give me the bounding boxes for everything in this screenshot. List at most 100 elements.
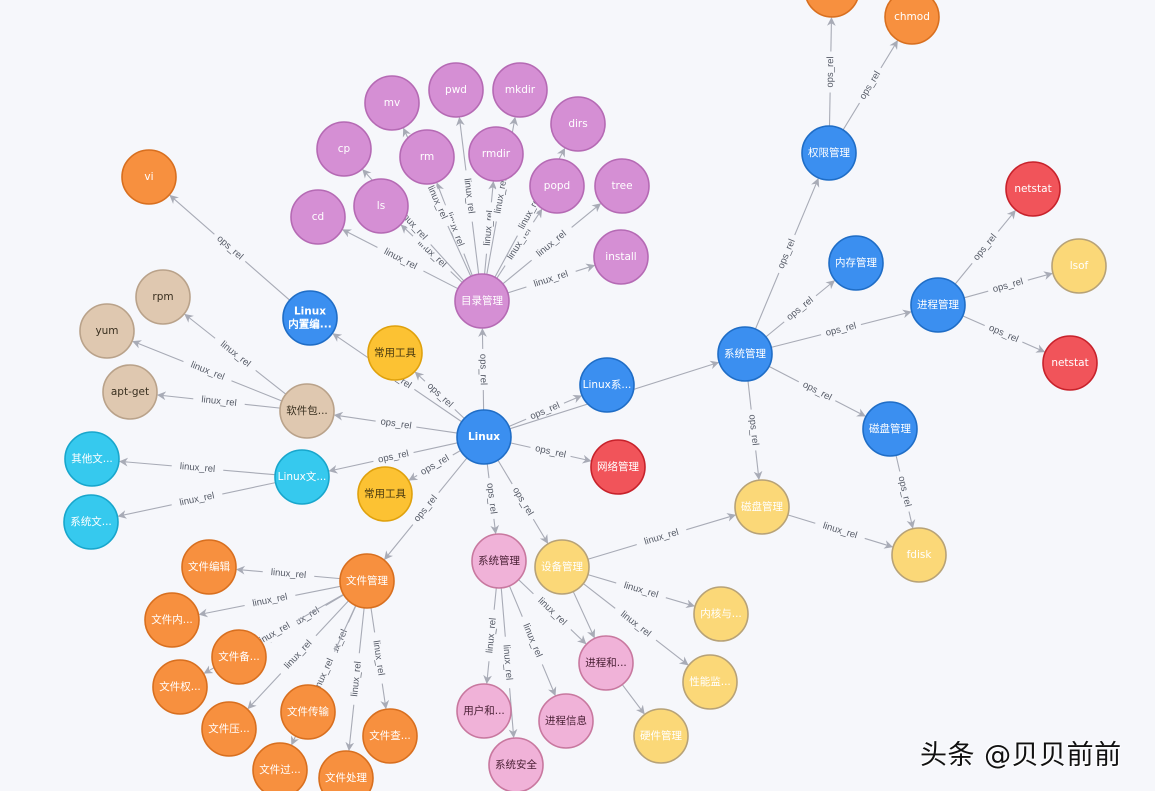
graph-edge[interactable]	[621, 684, 645, 715]
graph-node-popd[interactable]: popd	[529, 158, 585, 214]
node-circle[interactable]	[550, 96, 606, 152]
graph-edge[interactable]: ops_rel	[508, 394, 583, 427]
node-circle[interactable]	[682, 654, 738, 710]
graph-node-sys-security[interactable]: 系统安全	[488, 737, 544, 791]
graph-node-cd[interactable]: cd	[290, 189, 346, 245]
graph-edge[interactable]: ops_rel	[893, 455, 916, 529]
graph-edge[interactable]: ops_rel	[768, 365, 866, 417]
node-circle[interactable]	[488, 737, 544, 791]
node-circle[interactable]	[63, 494, 119, 550]
node-circle[interactable]	[102, 364, 158, 420]
node-circle[interactable]	[274, 449, 330, 505]
node-circle[interactable]	[282, 290, 338, 346]
graph-node-perm-mgmt[interactable]: 权限管理	[801, 125, 857, 181]
node-circle[interactable]	[290, 189, 346, 245]
graph-node-netstat2[interactable]: netstat	[1042, 335, 1098, 391]
graph-edge[interactable]	[572, 591, 596, 639]
node-circle[interactable]	[135, 269, 191, 325]
graph-node-file-search[interactable]: 文件查...	[362, 708, 418, 764]
graph-node-proc-info[interactable]: 进程信息	[538, 693, 594, 749]
node-circle[interactable]	[399, 129, 455, 185]
graph-edge[interactable]: linux_rel	[587, 574, 695, 609]
graph-node-perf[interactable]: 性能监...	[682, 654, 738, 710]
node-circle[interactable]	[538, 693, 594, 749]
graph-node-file-filter[interactable]: 文件过...	[252, 742, 308, 791]
node-circle[interactable]	[862, 401, 918, 457]
node-circle[interactable]	[456, 409, 512, 465]
graph-node-sys-file[interactable]: 系统文...	[63, 494, 119, 550]
graph-edge[interactable]: ops_rel	[497, 459, 549, 544]
graph-edge[interactable]: linux_rel	[117, 482, 276, 519]
node-circle[interactable]	[456, 683, 512, 739]
node-circle[interactable]	[910, 277, 966, 333]
node-circle[interactable]	[362, 708, 418, 764]
graph-node-vi[interactable]: vi	[121, 149, 177, 205]
graph-edge[interactable]: ops_rel	[954, 209, 1016, 285]
node-circle[interactable]	[828, 235, 884, 291]
graph-node-net-mgmt[interactable]: 网络管理	[590, 439, 646, 495]
graph-node-mem-mgmt[interactable]: 内存管理	[828, 235, 884, 291]
node-circle[interactable]	[693, 586, 749, 642]
graph-node-disk-mgmt-yellow[interactable]: 磁盘管理	[734, 479, 790, 535]
graph-edge[interactable]: linux_rel	[119, 457, 276, 477]
node-circle[interactable]	[590, 439, 646, 495]
node-circle[interactable]	[181, 539, 237, 595]
node-circle[interactable]	[593, 229, 649, 285]
graph-edge[interactable]: ops_rel	[476, 328, 490, 411]
graph-node-rm[interactable]: rm	[399, 129, 455, 185]
graph-edge[interactable]: linux_rel	[483, 587, 501, 685]
graph-edge[interactable]: ops_rel	[333, 411, 458, 434]
graph-node-pkg[interactable]: 软件包...	[279, 383, 335, 439]
graph-node-chown-top[interactable]	[805, 0, 859, 18]
graph-node-sys-mgmt-pink[interactable]: 系统管理	[471, 533, 527, 589]
node-circle[interactable]	[144, 592, 200, 648]
graph-edge[interactable]: ops_rel	[962, 315, 1046, 353]
node-circle[interactable]	[454, 273, 510, 329]
node-circle[interactable]	[884, 0, 940, 45]
node-circle[interactable]	[318, 750, 374, 791]
graph-node-file-edit[interactable]: 文件编辑	[181, 539, 237, 595]
graph-node-fdisk[interactable]: fdisk	[891, 527, 947, 583]
graph-node-sys-mgmt-blue[interactable]: 系统管理	[717, 326, 773, 382]
node-circle[interactable]	[364, 75, 420, 131]
graph-node-file-perm[interactable]: 文件权...	[152, 659, 208, 715]
graph-node-file-backup[interactable]: 文件备...	[211, 629, 267, 685]
graph-edge[interactable]: ops_rel	[842, 40, 898, 131]
graph-node-linux-sys[interactable]: Linux系...	[579, 357, 635, 413]
node-circle[interactable]	[805, 0, 859, 18]
node-circle[interactable]	[471, 533, 527, 589]
graph-node-user-and[interactable]: 用户和...	[456, 683, 512, 739]
graph-node-linux-fs[interactable]: Linux文...	[274, 449, 330, 505]
node-circle[interactable]	[316, 121, 372, 177]
graph-node-linux-editor[interactable]: Linux内置编...	[282, 290, 338, 346]
graph-node-lsof[interactable]: lsof	[1051, 238, 1107, 294]
node-circle[interactable]	[594, 158, 650, 214]
graph-node-rpm[interactable]: rpm	[135, 269, 191, 325]
graph-node-file-compress[interactable]: 文件压...	[201, 701, 257, 757]
node-circle[interactable]	[1042, 335, 1098, 391]
graph-node-proc-mgmt[interactable]: 进程管理	[910, 277, 966, 333]
graph-node-file-transfer[interactable]: 文件传输	[280, 684, 336, 740]
node-circle[interactable]	[252, 742, 308, 791]
graph-node-tree[interactable]: tree	[594, 158, 650, 214]
node-circle[interactable]	[717, 326, 773, 382]
graph-node-dir-mgmt[interactable]: 目录管理	[454, 273, 510, 329]
node-circle[interactable]	[734, 479, 790, 535]
graph-edge[interactable]: linux_rel	[456, 116, 480, 275]
graph-node-dirs[interactable]: dirs	[550, 96, 606, 152]
graph-edge[interactable]: ops_rel	[745, 380, 763, 481]
graph-node-ls[interactable]: ls	[353, 178, 409, 234]
node-circle[interactable]	[633, 708, 689, 764]
graph-node-pwd[interactable]: pwd	[428, 62, 484, 118]
graph-edge[interactable]: ops_rel	[963, 271, 1053, 299]
graph-edge[interactable]: ops_rel	[483, 463, 500, 535]
graph-node-linux[interactable]: Linux	[456, 409, 512, 465]
graph-edge[interactable]: linux_rel	[486, 116, 518, 275]
graph-node-file-mgmt[interactable]: 文件管理	[339, 553, 395, 609]
graph-node-hw-mgmt[interactable]: 硬件管理	[633, 708, 689, 764]
graph-node-kernel[interactable]: 内核与...	[693, 586, 749, 642]
node-circle[interactable]	[280, 684, 336, 740]
node-circle[interactable]	[529, 158, 585, 214]
node-circle[interactable]	[367, 325, 423, 381]
